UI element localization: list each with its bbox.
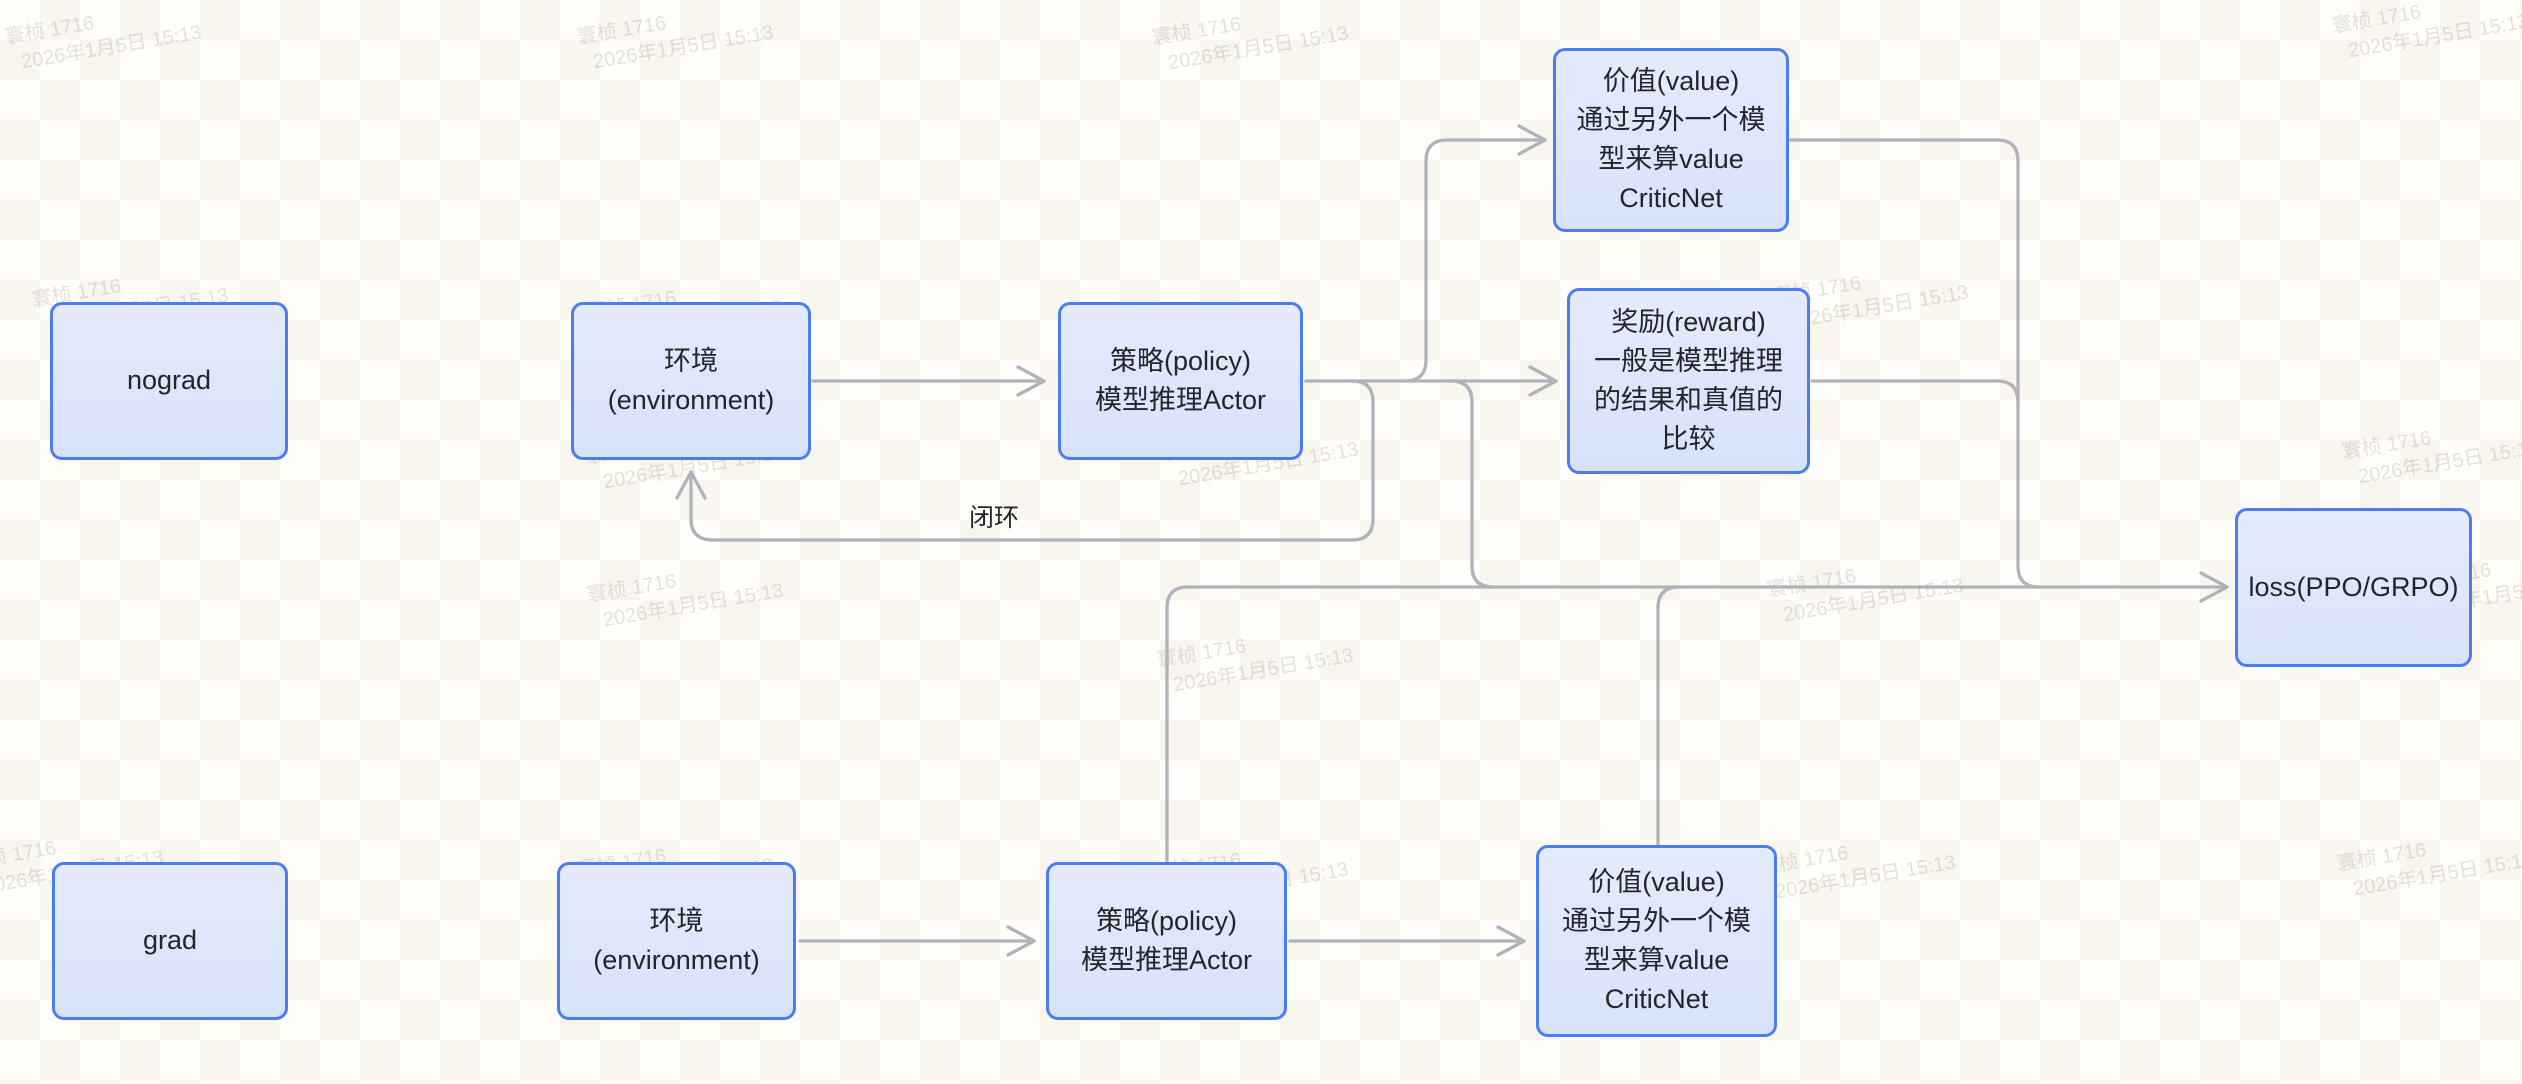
node-policy-top-label: 策略(policy) 模型推理Actor — [1094, 345, 1267, 415]
node-environment-bottom: 环境 (environment) — [557, 862, 796, 1020]
node-policy-bottom: 策略(policy) 模型推理Actor — [1046, 862, 1287, 1020]
node-environment-top: 环境 (environment) — [571, 302, 811, 460]
node-value-bottom-label: 价值(value) 通过另外一个模 型来算value CriticNet — [1562, 866, 1751, 1015]
edge-label-feedback-loop: 闭环 — [968, 504, 1019, 532]
node-reward-label: 奖励(reward) 一般是模型推理 的结果和真值的 比较 — [1594, 306, 1783, 455]
node-grad: grad — [52, 862, 288, 1020]
link-value-bottom-up-to-loss-line — [1656, 585, 1681, 846]
link-value-top-down-to-loss-line — [1788, 138, 2041, 589]
link-policy-top-down-to-loss-line — [1449, 379, 1495, 589]
node-policy-top: 策略(policy) 模型推理Actor — [1058, 302, 1303, 460]
node-grad-label: grad — [142, 925, 198, 956]
node-reward: 奖励(reward) 一般是模型推理 的结果和真值的 比较 — [1567, 288, 1810, 474]
node-loss-label: loss(PPO/GRPO) — [2248, 571, 2459, 602]
link-reward-down-to-loss-line — [1810, 379, 2020, 404]
arrow-policy-bottom-up-to-loss — [1165, 571, 2229, 863]
node-environment-top-label: 环境 (environment) — [607, 345, 775, 415]
node-value-top: 价值(value) 通过另外一个模 型来算value CriticNet — [1553, 48, 1789, 232]
node-value-top-label: 价值(value) 通过另外一个模 型来算value CriticNet — [1576, 65, 1766, 214]
node-policy-bottom-label: 策略(policy) 模型推理Actor — [1080, 905, 1253, 975]
node-nograd-label: nograd — [126, 365, 212, 396]
node-loss: loss(PPO/GRPO) — [2235, 508, 2472, 667]
node-value-bottom: 价值(value) 通过另外一个模 型来算value CriticNet — [1536, 845, 1777, 1037]
arrow-policy-top-to-value-top — [1403, 124, 1547, 383]
node-environment-bottom-label: 环境 (environment) — [593, 905, 760, 975]
arrow-feedback-loop-to-env-top — [675, 379, 1375, 542]
node-nograd: nograd — [50, 302, 288, 460]
